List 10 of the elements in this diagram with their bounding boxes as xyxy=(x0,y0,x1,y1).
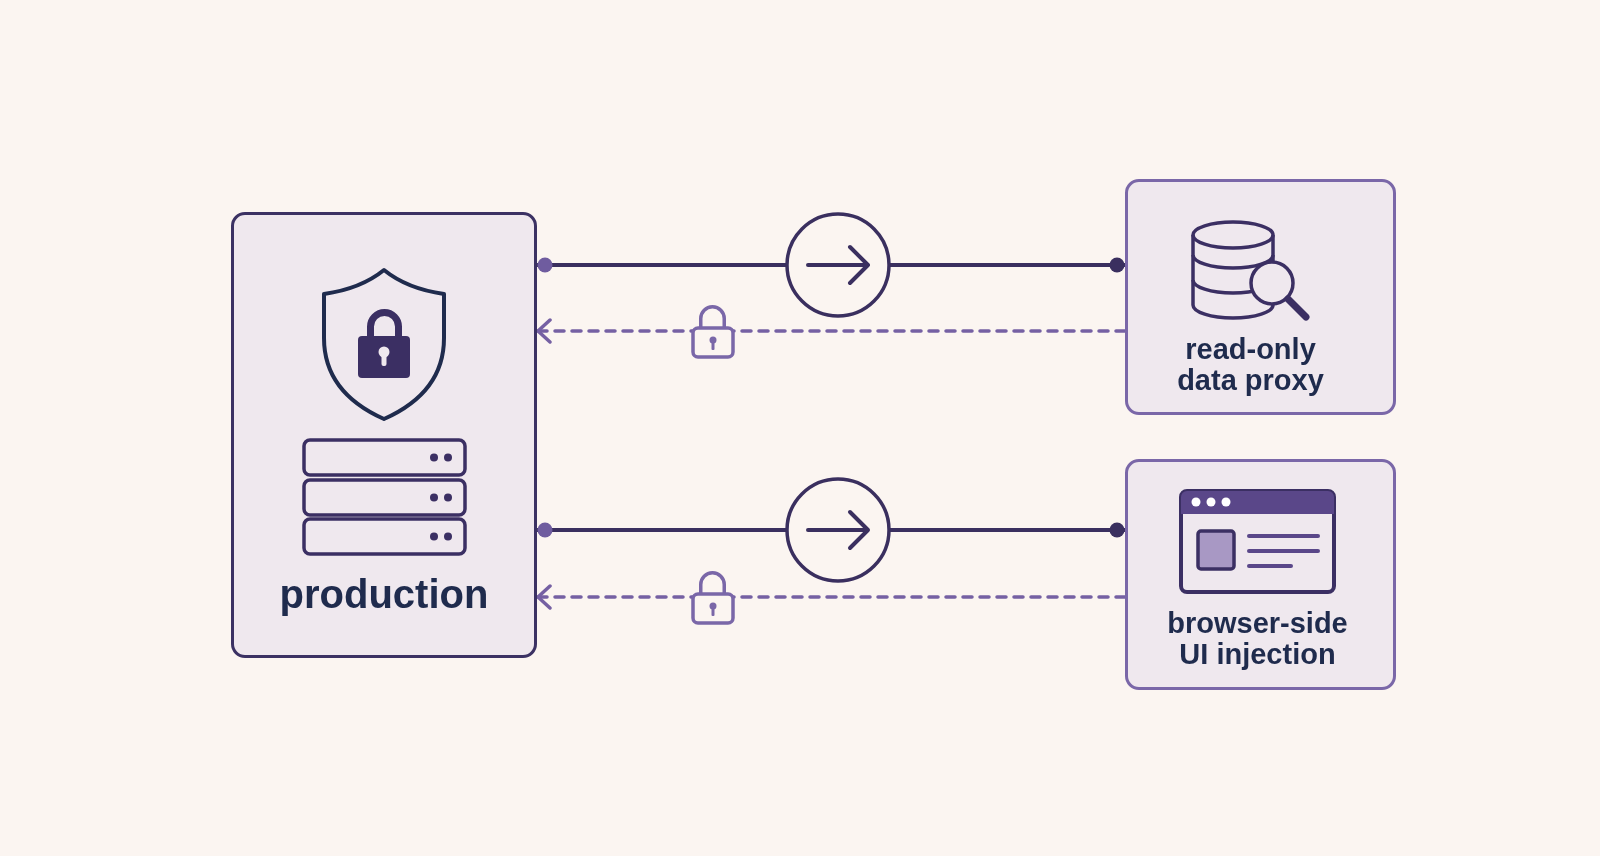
node-label: read-only data proxy xyxy=(1176,334,1325,396)
connector-line xyxy=(537,522,1125,538)
system-card xyxy=(231,212,537,658)
connector-line xyxy=(537,257,1125,273)
system-card xyxy=(1125,459,1396,690)
system-card xyxy=(1125,179,1396,415)
dashed-arrow xyxy=(535,318,1127,344)
node-label: browser-side UI injection xyxy=(1166,608,1349,670)
dashed-arrow xyxy=(535,584,1127,610)
node-label: production xyxy=(279,571,489,618)
